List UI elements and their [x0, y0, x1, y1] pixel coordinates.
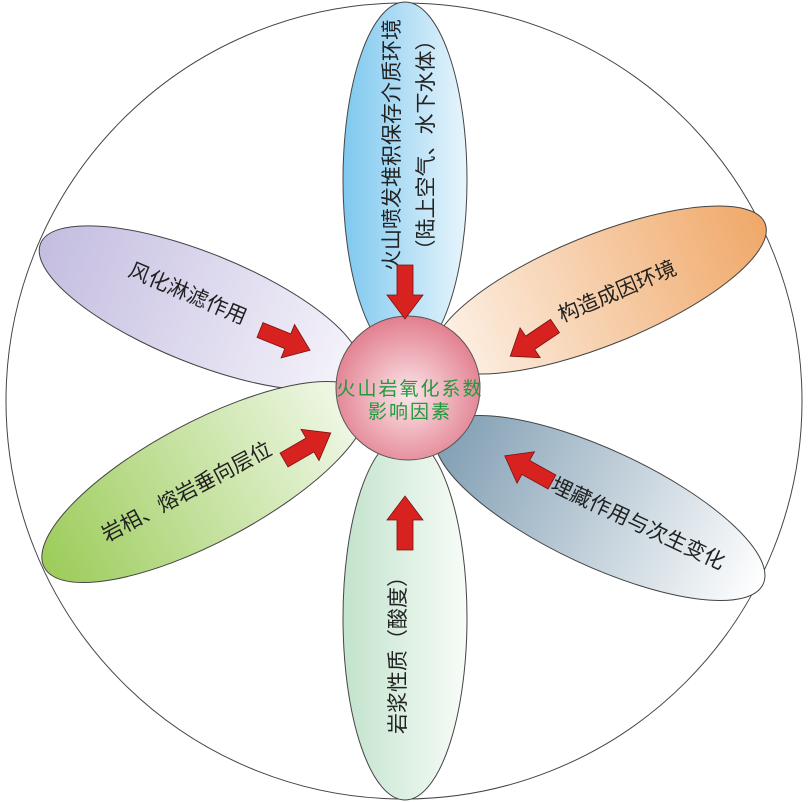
label-top-line2: （陆上空气、水下水体） [414, 30, 438, 261]
center-title-line2: 影响因素 [368, 401, 452, 423]
label-bottom: 岩浆性质（酸度） [386, 566, 410, 734]
center-title-line1: 火山岩氧化系数 [336, 378, 483, 400]
center-circle [335, 315, 481, 461]
label-top-line1: 火山喷发堆积保存介质环境 [380, 19, 404, 271]
